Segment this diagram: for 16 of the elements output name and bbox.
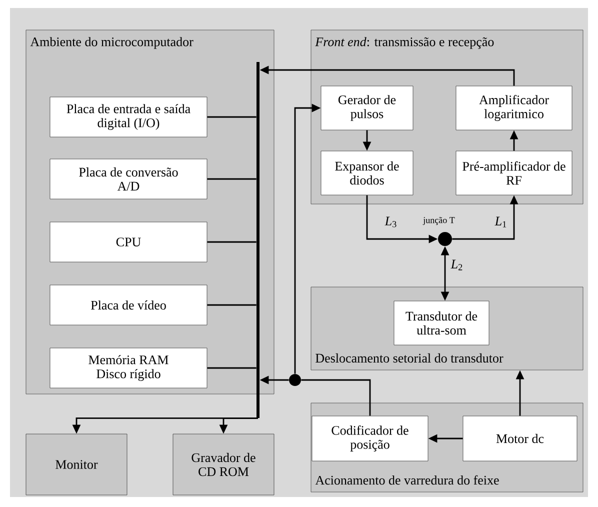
process-box: Amplificador logaritmico <box>456 86 572 130</box>
process-box: Motor dc <box>462 416 578 462</box>
process-box: Transdutor de ultra-som <box>394 300 490 346</box>
process-box: Codificador de posição <box>312 416 428 462</box>
process-box: Placa de entrada e saída digital (I/O) <box>50 96 208 138</box>
process-box: Memória RAM Disco rígido <box>50 348 208 388</box>
process-box: CPU <box>50 222 208 262</box>
process-box: Pré-amplificador de RF <box>456 150 572 196</box>
process-box: Expansor de diodos <box>320 150 414 196</box>
junction-label: junção T <box>422 217 455 225</box>
process-box: Gravador de CD ROM <box>172 434 274 496</box>
process-box: Gerador de pulsos <box>320 86 414 130</box>
process-box: Placa de vídeo <box>50 284 208 326</box>
junction-dot <box>289 374 301 386</box>
process-box: Monitor <box>26 434 128 496</box>
process-box: Placa de conversão A/D <box>50 158 208 200</box>
